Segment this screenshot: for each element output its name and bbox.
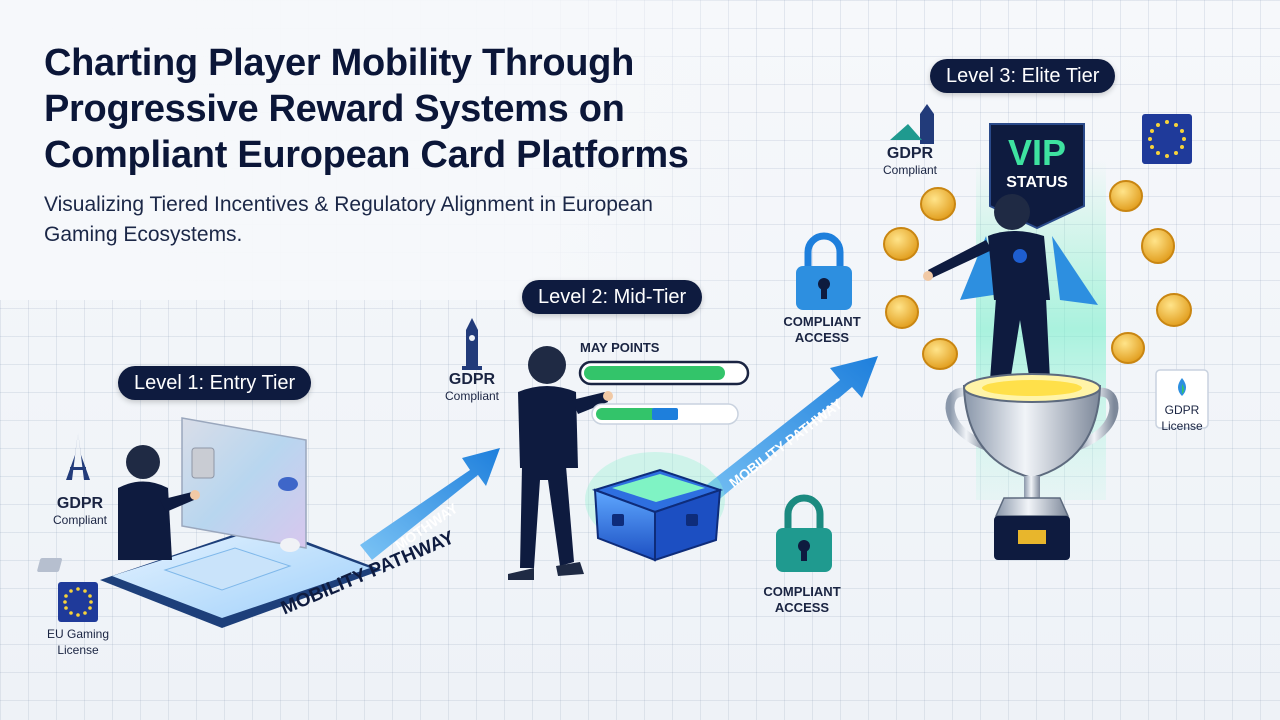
vip-title: VIP [1007, 132, 1067, 173]
floating-payment-card [181, 417, 307, 552]
compliant-access-2: COMPLIANT ACCESS [742, 584, 862, 616]
reward-chest [585, 452, 725, 562]
compliant-access-2-line1: COMPLIANT [763, 584, 841, 599]
gdpr-badge-2: GDPR Compliant [438, 372, 506, 404]
entry-tablet [37, 525, 382, 628]
entry-player-figure [118, 445, 200, 560]
page-title: Charting Player Mobility Through Progres… [44, 42, 689, 176]
points-progress-bar-2 [591, 403, 739, 425]
eu-license-badge: EU Gaming License [40, 626, 116, 658]
level-2-label: Level 2: Mid-Tier [522, 280, 703, 314]
gdpr-badge-3: GDPR Compliant [876, 146, 944, 178]
gdpr-badge-1-title: GDPR [56, 495, 104, 512]
gdpr-badge-3-title: GDPR [886, 145, 934, 162]
gdpr-license-title: GDPR [1164, 403, 1200, 417]
level-3-label: Level 3: Elite Tier [930, 59, 1116, 93]
points-label: MAY POINTS [580, 340, 660, 355]
compliant-access-1-line2: ACCESS [794, 330, 850, 345]
lock-icon-2 [776, 494, 832, 572]
eiffel-tower-icon [66, 432, 90, 480]
grid-fade [0, 0, 760, 300]
gdpr-badge-2-title: GDPR [448, 371, 496, 388]
pathway-arrow-1 [360, 448, 500, 560]
page-subtitle: Visualizing Tiered Incentives & Regulato… [44, 193, 653, 246]
mid-player-figure [508, 346, 613, 580]
gdpr-license-sub: License [1161, 419, 1203, 433]
compliant-access-1: COMPLIANT ACCESS [762, 314, 882, 346]
gdpr-badge-1: GDPR Compliant [46, 496, 114, 528]
gold-coins [883, 180, 1192, 370]
vip-status: STATUS [1006, 174, 1068, 191]
gdpr-badge-1-sub: Compliant [52, 513, 108, 527]
big-ben-icon [462, 318, 482, 370]
lock-icon-1 [796, 232, 852, 310]
gdpr-badge-3-sub: Compliant [882, 163, 938, 177]
compliant-access-2-line2: ACCESS [774, 600, 830, 615]
level-1-label: Level 1: Entry Tier [118, 366, 312, 400]
compliant-access-1-line1: COMPLIANT [783, 314, 861, 329]
gdpr-license-card [1155, 369, 1209, 429]
eu-building-icon [890, 104, 934, 144]
points-progress-bar-1 [578, 360, 750, 386]
eu-flag-icon-1 [58, 582, 98, 622]
eu-license-line2: License [57, 643, 99, 657]
trophy-icon [945, 373, 1119, 560]
eu-license-line1: EU Gaming [46, 627, 110, 641]
elite-player-figure [923, 194, 1098, 382]
gdpr-license-badge: GDPR License [1152, 402, 1212, 434]
gdpr-badge-2-sub: Compliant [444, 389, 500, 403]
eu-flag-icon-2 [1142, 114, 1192, 164]
pathway-arrow-2 [690, 356, 878, 514]
